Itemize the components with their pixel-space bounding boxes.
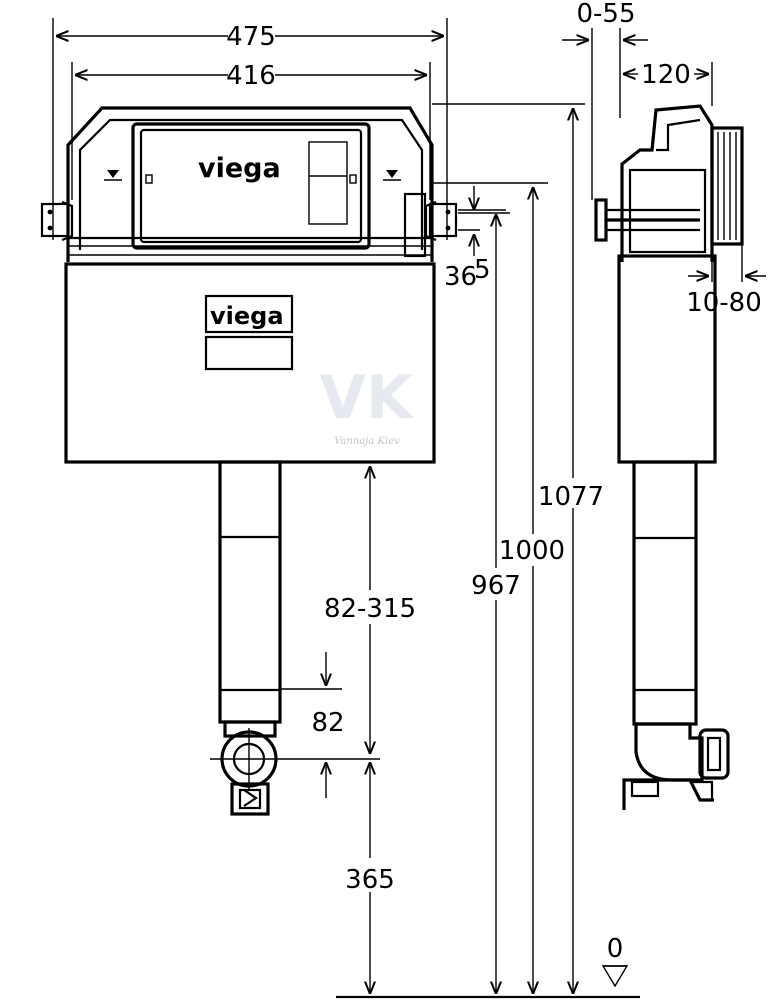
cistern-top-housing [66, 106, 434, 262]
side-cistern-body [617, 254, 717, 464]
bracket-left [40, 200, 74, 242]
dim-10-80-label: 10-80 [686, 288, 762, 318]
dim-365-label: 365 [345, 865, 395, 895]
dim-5-label: 5 [474, 255, 491, 285]
dim-416-label: 416 [226, 61, 276, 91]
viega-logo-front: viega [210, 302, 284, 330]
side-view [594, 104, 744, 810]
side-elbow [634, 722, 704, 782]
side-flange [710, 126, 744, 246]
dim-0-55-label: 0-55 [576, 0, 635, 29]
dim-82-315-label: 82-315 [324, 594, 416, 624]
water-level-mark-left [104, 170, 122, 181]
dim-36-label: 36 [444, 262, 477, 292]
dimensions: 475 416 36 5 1077 1000 967 82-315 [52, 0, 766, 999]
dim-82-label: 82 [311, 708, 344, 738]
control-panel [131, 122, 371, 250]
floor-level-marker [601, 965, 629, 988]
svg-text:VK: VK [320, 363, 415, 433]
side-cistern-top [620, 104, 714, 262]
dim-0-label: 0 [607, 934, 624, 964]
svg-text:Vannaja Kiev: Vannaja Kiev [334, 436, 400, 447]
water-level-mark-right [383, 170, 401, 181]
watermark: VK Vannaja Kiev [320, 363, 415, 447]
flush-pipe [218, 460, 282, 724]
dim-120-label: 120 [641, 60, 691, 90]
viega-logo-top: viega [198, 153, 281, 184]
dim-1077-label: 1077 [538, 482, 604, 512]
dim-1000-label: 1000 [499, 536, 565, 566]
pipe-outlet [210, 720, 288, 816]
dim-475-label: 475 [226, 22, 276, 52]
dim-967-label: 967 [471, 571, 521, 601]
front-view: viega viega [40, 106, 458, 816]
side-flush-pipe [632, 460, 698, 726]
bracket-right [424, 200, 458, 242]
